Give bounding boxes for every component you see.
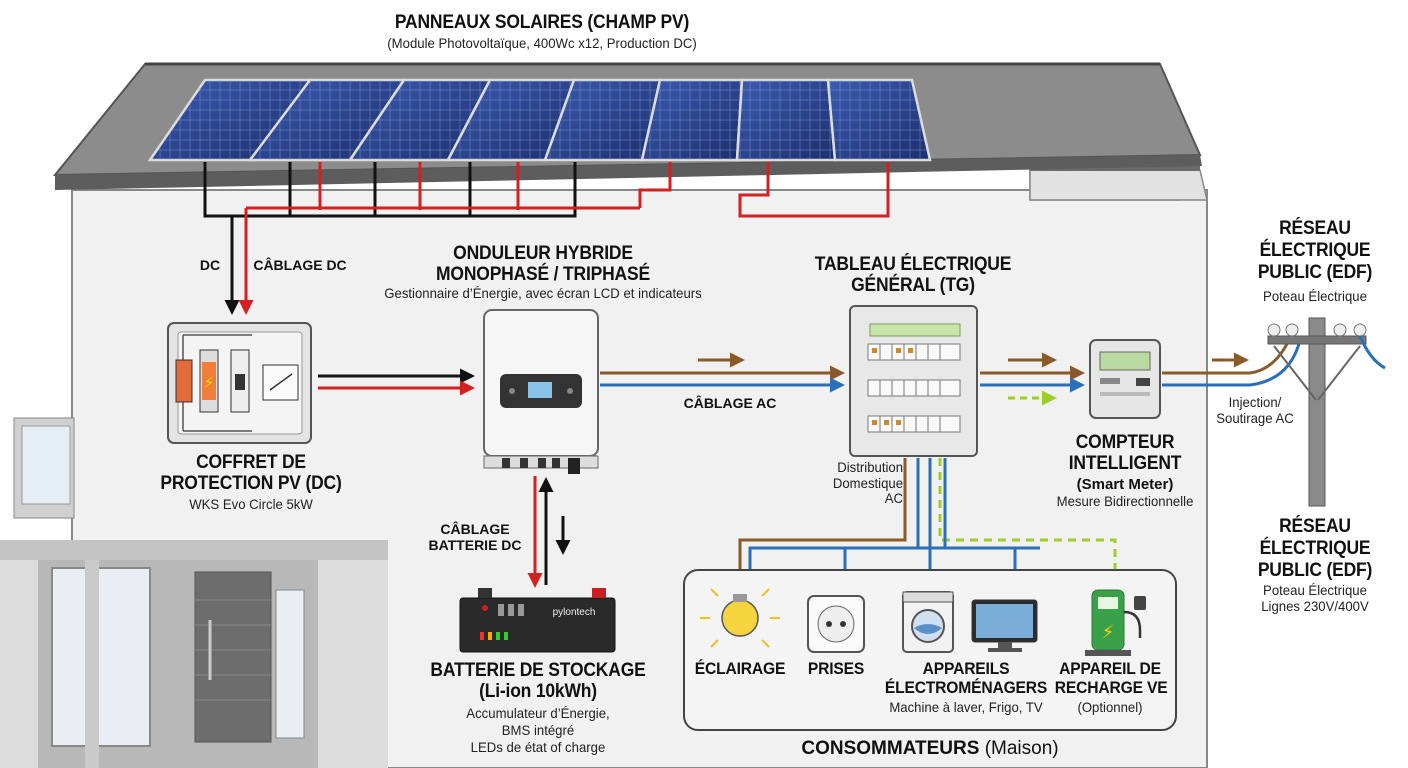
entrance-facade — [0, 417, 388, 768]
dc-protection-box: ⚡ — [167, 322, 312, 444]
ac-cable-inverter-to-panel — [600, 352, 845, 393]
solar-panel — [826, 78, 932, 162]
solar-panel — [735, 78, 837, 162]
battery-subtitle: Accumulateur d’Énergie, BMS intégré LEDs… — [466, 705, 610, 755]
inverter-title: ONDULEUR HYBRIDE MONOPHASÉ / TRIPHASÉ — [436, 243, 650, 286]
dc-label: DC — [199, 257, 221, 273]
svg-text:⚡: ⚡ — [203, 373, 214, 392]
battery: pylontech — [459, 588, 616, 653]
inverter-subtitle: Gestionnaire d’Énergie, avec écran LCD e… — [384, 285, 702, 301]
distribution-wiring — [738, 458, 1117, 596]
ac-cable-panel-to-meter — [980, 352, 1085, 406]
consumers-footer-bold: CONSOMMATEURS — [801, 738, 980, 759]
protection-box-subtitle: WKS Evo Circle 5kW — [189, 496, 313, 512]
battery-cables — [527, 476, 571, 588]
distribution-label: Distribution Domestique AC — [832, 459, 904, 507]
outlets-label: PRISES — [807, 659, 865, 678]
dc-cable-to-inverter — [318, 368, 475, 396]
consumers-footer-rest: (Maison) — [979, 738, 1059, 759]
panel-title: TABLEAU ÉLECTRIQUE GÉNÉRAL (TG) — [814, 254, 1012, 297]
lightbulb-icon — [700, 588, 780, 648]
svg-text:⚡: ⚡ — [1102, 622, 1115, 643]
ev-charger-icon: ⚡ — [1085, 589, 1146, 656]
hybrid-inverter — [483, 309, 599, 474]
appliances-subtitle: Machine à laver, Frigo, TV — [889, 699, 1043, 715]
pv-array-title: PANNEAUX SOLAIRES (CHAMP PV) — [394, 12, 690, 33]
solar-panel — [640, 78, 744, 162]
grid-top-title: RÉSEAU ÉLECTRIQUE PUBLIC (EDF) — [1257, 218, 1373, 283]
tv-icon — [971, 599, 1038, 652]
dc-cabling-label: CÂBLAGE DC — [253, 257, 347, 273]
battery-brand: pylontech — [553, 607, 596, 618]
solar-panel — [445, 78, 576, 162]
consumers-footer: CONSOMMATEURS (Maison) — [730, 738, 1130, 759]
solar-panel-array — [147, 78, 932, 162]
ev-charger-label: APPAREIL DE RECHARGE VE — [1054, 659, 1168, 698]
ac-cabling-label: CÂBLAGE AC — [683, 395, 777, 411]
lighting-label: ÉCLAIRAGE — [694, 659, 786, 678]
meter-subtitle-bold: (Smart Meter) — [1076, 476, 1174, 493]
dc-panel-wiring — [203, 162, 890, 315]
meter-title: COMPTEUR INTELLIGENT — [1068, 432, 1182, 475]
meter-subtitle: Mesure Bidirectionnelle — [1056, 493, 1194, 509]
solar-panel — [347, 78, 493, 162]
ev-charger-subtitle: (Optionnel) — [1077, 699, 1143, 715]
protection-box-title: COFFRET DE PROTECTION PV (DC) — [160, 452, 342, 495]
washing-machine-icon — [902, 591, 954, 653]
grid-top-subtitle: Poteau Électrique — [1263, 288, 1367, 304]
utility-pole — [1267, 317, 1386, 507]
grid-bottom-subtitle: Poteau Électrique Lignes 230V/400V — [1261, 582, 1369, 614]
appliances-label: APPAREILS ÉLECTROMÉNAGERS — [884, 659, 1048, 698]
socket-icon — [807, 595, 865, 653]
battery-cabling-label: CÂBLAGE BATTERIE DC — [428, 521, 522, 553]
battery-title: BATTERIE DE STOCKAGE (Li-ion 10kWh) — [430, 660, 646, 703]
smart-meter — [1089, 339, 1161, 419]
pv-array-subtitle: (Module Photovoltaïque, 400Wc x12, Produ… — [387, 35, 697, 51]
electrical-panel — [849, 305, 978, 457]
injection-label: Injection/ Soutirage AC — [1216, 394, 1294, 426]
grid-bottom-title: RÉSEAU ÉLECTRIQUE PUBLIC (EDF) — [1257, 516, 1373, 581]
